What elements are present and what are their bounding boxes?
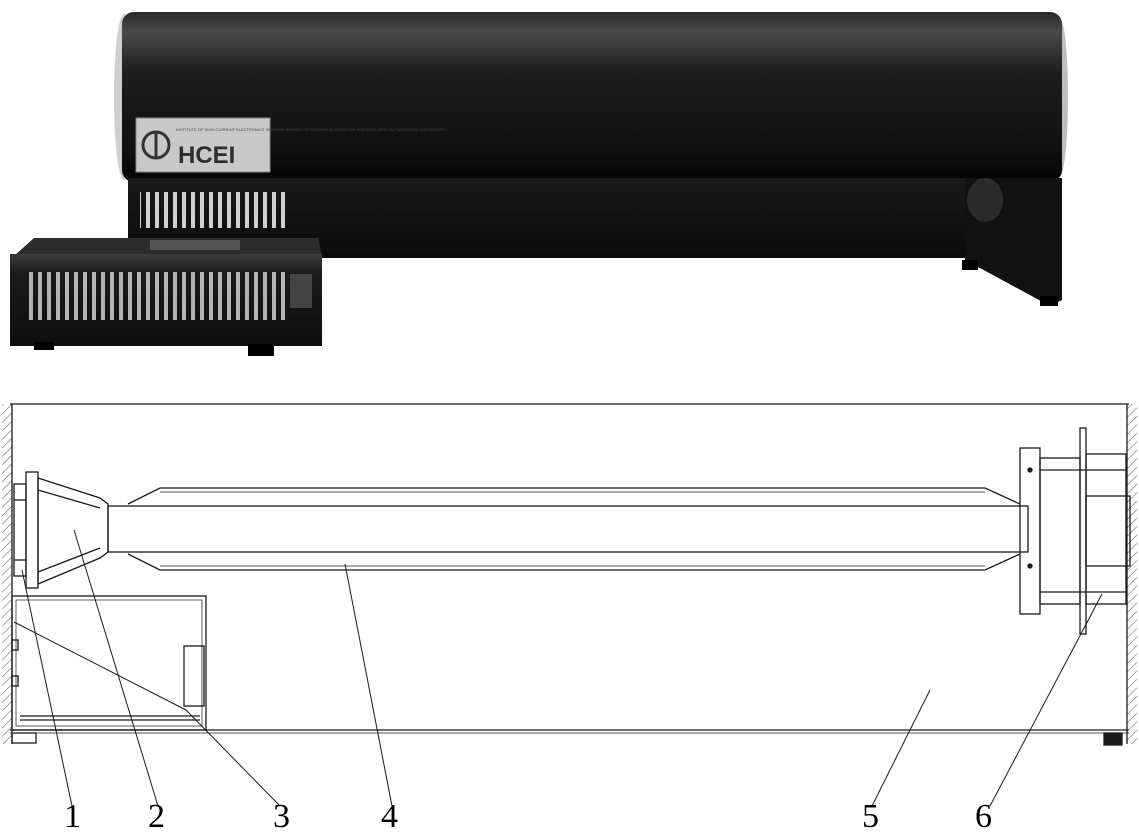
part-6-right-flange <box>1019 427 1131 635</box>
right-foot-rear <box>962 260 978 270</box>
leader-lines <box>13 529 1103 807</box>
leader-5 <box>871 689 931 807</box>
cross-section-drawing <box>2 403 1137 807</box>
housing-base <box>128 178 1000 258</box>
callout-4: 4 <box>381 798 398 835</box>
logo-text: HCEI <box>178 142 235 169</box>
leader-2 <box>73 529 159 807</box>
right-wall-hatch <box>1127 404 1137 744</box>
psu-vents <box>26 272 286 320</box>
right-foot <box>1040 296 1058 306</box>
part-2-cone <box>37 477 109 585</box>
left-wall-hatch <box>2 404 12 744</box>
callout-1: 1 <box>64 798 81 835</box>
logo-small-text: INSTITUTE OF HIGH CURRENT ELECTRONICS SI… <box>176 127 446 132</box>
cylinder-housing <box>122 12 1062 182</box>
power-supply-photo <box>10 238 322 356</box>
left-foot <box>11 732 37 744</box>
part-1-left-flange <box>13 471 39 589</box>
psu-foot-right <box>248 344 274 356</box>
callout-5: 5 <box>862 798 879 835</box>
part-4-tube <box>107 487 1029 571</box>
leader-3a <box>13 621 187 711</box>
right-flange <box>967 178 1003 222</box>
device-photo: INSTITUTE OF HIGH CURRENT ELECTRONICS SI… <box>10 12 1068 356</box>
psu-label <box>150 240 240 250</box>
leader-4 <box>344 563 393 807</box>
housing-vents <box>140 192 290 228</box>
leader-1 <box>21 569 73 807</box>
callout-3: 3 <box>273 798 290 835</box>
leader-3b <box>185 709 281 807</box>
leader-6 <box>989 593 1103 807</box>
hcei-logo-plate: INSTITUTE OF HIGH CURRENT ELECTRONICS SI… <box>135 117 446 173</box>
right-foot-drawing <box>1103 732 1123 746</box>
part-3-psu-box <box>11 595 207 731</box>
psu-foot-left <box>34 342 54 350</box>
callout-2: 2 <box>148 798 165 835</box>
psu-connector <box>290 274 312 308</box>
callout-6: 6 <box>975 798 992 835</box>
